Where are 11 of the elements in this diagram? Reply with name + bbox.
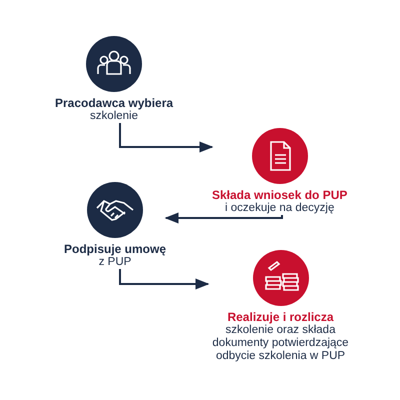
step-description: i oczekuje na decyzję [225, 202, 334, 215]
step-description: z PUP [98, 256, 132, 269]
arrow [119, 123, 214, 153]
step-heading: Składa wniosek do PUP [212, 188, 348, 202]
step-heading: Realizuje i rozlicza [227, 310, 334, 324]
step-description: szkolenie [90, 110, 138, 123]
step-description: szkolenie oraz składa dokumenty potwierdzające odbycie szkolenia w PUP [211, 324, 350, 363]
step-heading: Podpisuje umowę [64, 242, 166, 256]
step-heading: Pracodawca wybiera [55, 96, 174, 110]
arrow [119, 269, 210, 290]
arrow [164, 212, 283, 224]
